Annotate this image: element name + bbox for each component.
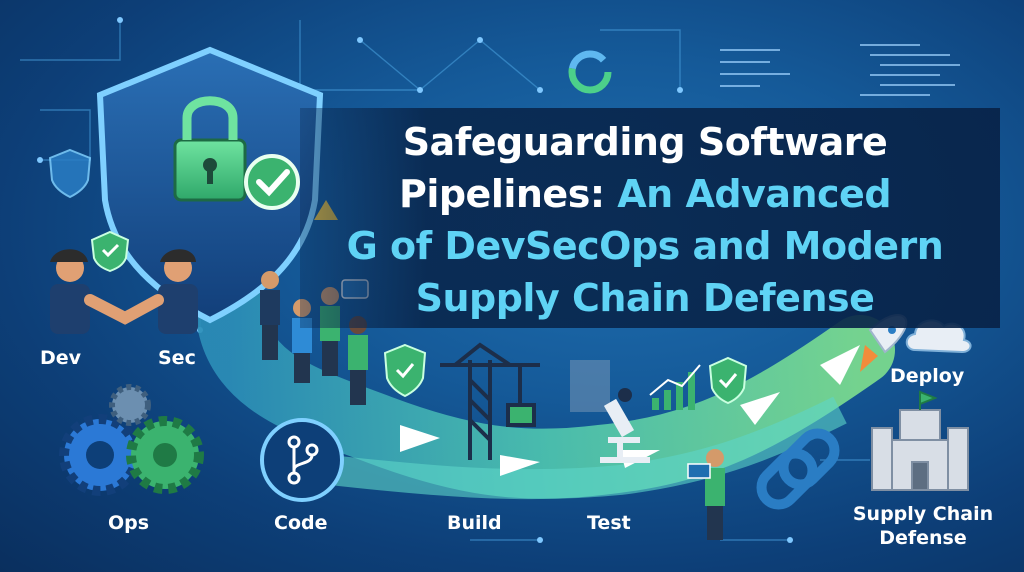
shield-check-icon — [383, 343, 427, 398]
checkmark-badge-icon — [244, 154, 300, 210]
title-line-3: G of DevSecOps and Modern — [346, 224, 944, 268]
label-code: Code — [274, 512, 328, 534]
castle-icon — [871, 390, 969, 491]
title-line-2-cyan: An Advanced — [617, 172, 892, 216]
label-dev: Dev — [40, 347, 82, 369]
title-line-4: Supply Chain Defense — [415, 276, 875, 320]
page-title: Safeguarding Software Pipelines: An Adva… — [300, 116, 990, 324]
label-supply-chain-line1: Supply Chain — [852, 503, 994, 525]
flow-arrows — [400, 345, 860, 476]
git-branch-icon — [260, 418, 344, 502]
donut-chart-icon — [568, 50, 612, 94]
title-line-2: Pipelines: An Advanced — [300, 168, 990, 220]
engineer-figure — [687, 449, 725, 540]
label-ops: Ops — [108, 512, 150, 534]
label-deploy: Deploy — [890, 365, 965, 387]
title-backdrop — [300, 108, 1000, 328]
title-line-1: Safeguarding Software — [402, 120, 888, 164]
gear-cluster-icon — [59, 384, 204, 496]
label-supply-chain-line2: Defense — [879, 527, 967, 549]
title-line-2-white: Pipelines: — [398, 172, 605, 216]
small-shield-icon — [48, 148, 92, 199]
label-sec: Sec — [158, 347, 196, 369]
crane-icon — [440, 342, 540, 460]
code-snippet — [720, 44, 960, 96]
bar-chart-icon — [649, 364, 701, 410]
label-test: Test — [587, 512, 631, 534]
shield-check-icon-right — [708, 356, 748, 405]
label-build: Build — [447, 512, 502, 534]
microscope-icon — [570, 360, 650, 463]
handshake-icon — [50, 230, 198, 334]
chain-link-icon — [756, 428, 840, 510]
label-supply-chain-defense: Supply Chain Defense — [848, 502, 998, 550]
